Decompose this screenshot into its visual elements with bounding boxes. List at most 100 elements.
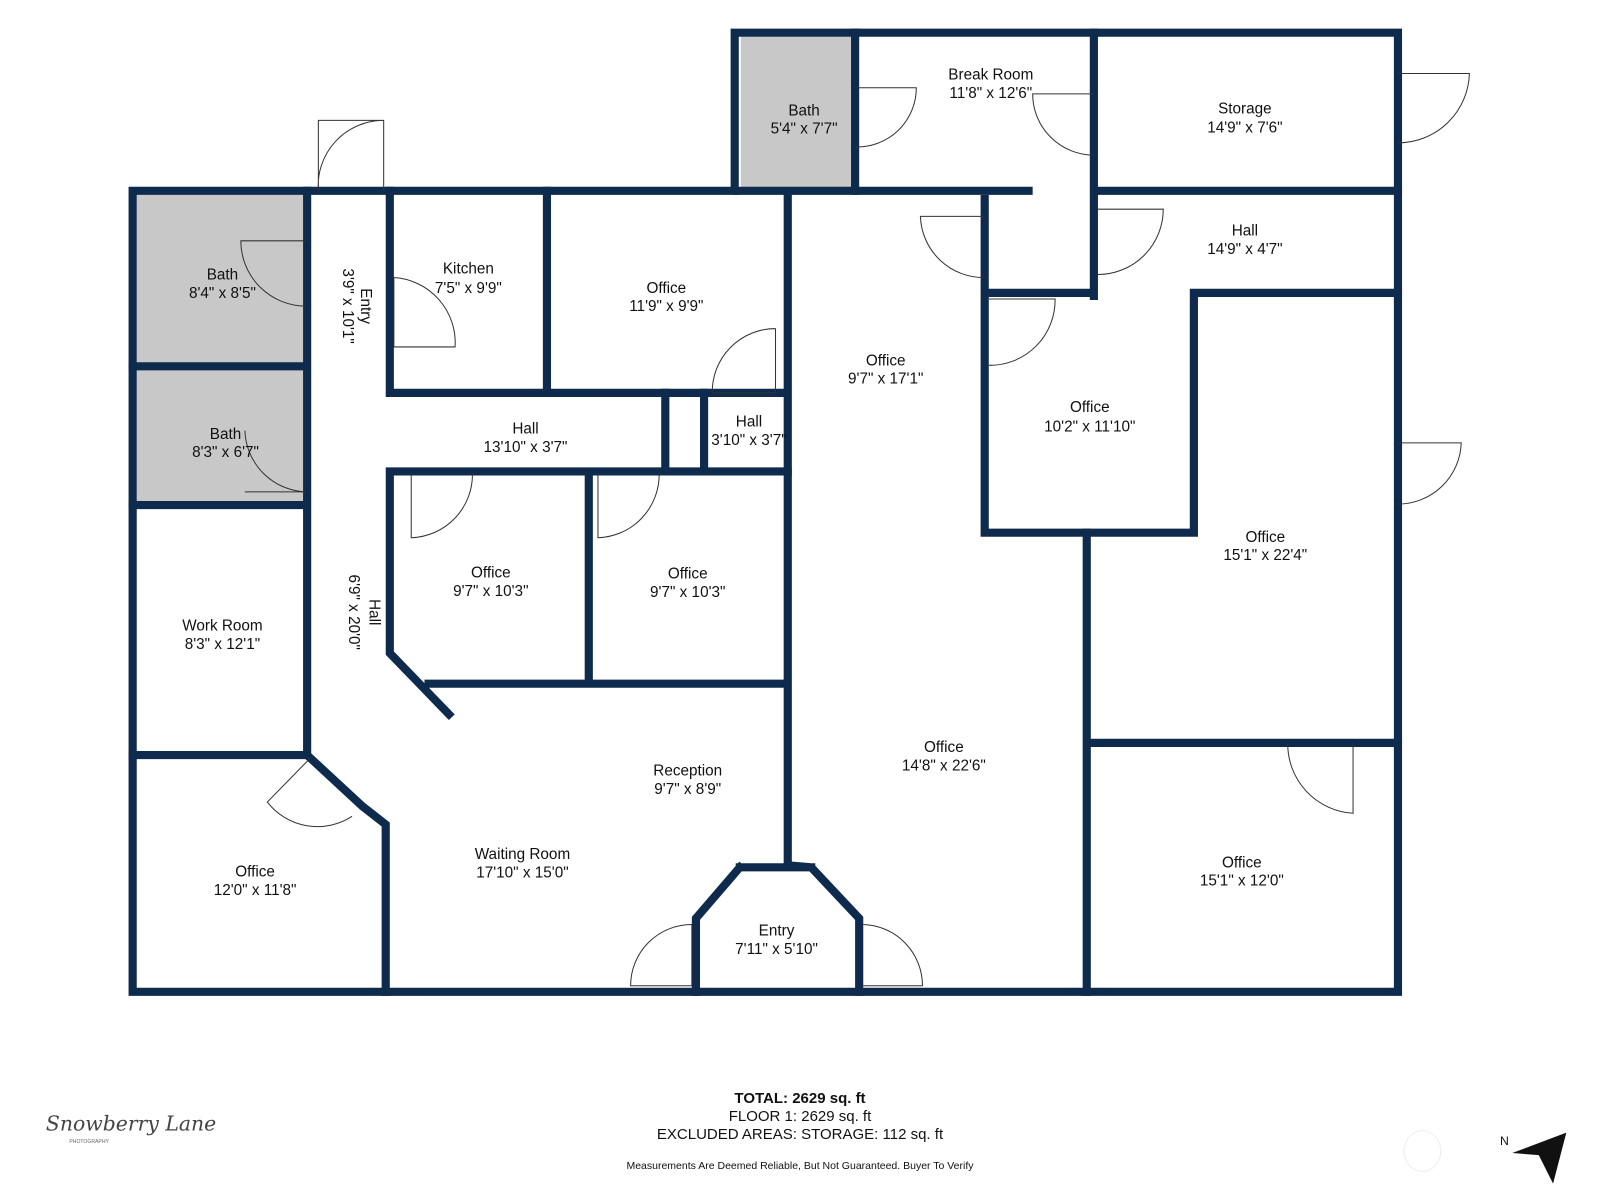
svg-text:PHOTOGRAPHY: PHOTOGRAPHY [69,1139,109,1145]
svg-text:9'7" x 8'9": 9'7" x 8'9" [654,781,721,798]
total-area: TOTAL: 2629 sq. ft [734,1090,866,1107]
svg-text:Reception: Reception [653,763,722,780]
room-size: 8'3" x 12'1" [185,636,260,653]
svg-text:Break Room: Break Room [948,67,1033,84]
svg-text:14'9" x 4'7": 14'9" x 4'7" [1207,241,1282,258]
room-size: 9'7" x 17'1" [848,371,923,388]
room-name: Hall [736,414,762,431]
room-size: 9'7" x 10'3" [650,584,725,601]
room-size: 14'8" x 22'6" [902,757,986,774]
bath-shading-left-upper [136,194,307,365]
svg-text:Hall: Hall [512,421,538,438]
room-name: Hall [1232,223,1258,240]
svg-text:Storage: Storage [1218,100,1272,117]
compass-arrow-icon: N [1403,1130,1567,1184]
room-name: Office [924,739,964,756]
room-name: Bath [788,102,819,119]
room-name: Office [235,864,275,881]
svg-text:7'5" x 9'9": 7'5" x 9'9" [435,280,502,297]
svg-text:N: N [1500,1134,1509,1148]
svg-text:8'4" x 8'5": 8'4" x 8'5" [189,285,256,302]
svg-text:14'8" x 22'6": 14'8" x 22'6" [902,757,986,774]
room-name: Break Room [948,67,1033,84]
room-name: Office [1245,529,1285,546]
room-name: Office [471,565,511,582]
svg-text:12'0" x 11'8": 12'0" x 11'8" [214,882,297,899]
room-name: Hall [512,421,538,438]
room-labels: Bath 5'4" x 7'7" Break Room 11'8" x 12'6… [182,67,1307,958]
svg-text:Hall: Hall [365,599,382,625]
room-size: 12'0" x 11'8" [214,882,297,899]
svg-text:Bath: Bath [210,426,241,443]
room-size: 15'1" x 22'4" [1223,547,1307,564]
bath-shading-left-lower [136,368,307,504]
svg-text:Hall: Hall [1232,223,1258,240]
svg-text:10'2" x 11'10": 10'2" x 11'10" [1044,419,1135,436]
svg-text:8'3" x 6'7": 8'3" x 6'7" [192,444,259,461]
svg-text:Office: Office [924,739,964,756]
room-size: 7'5" x 9'9" [435,280,502,297]
svg-text:11'8" x 12'6": 11'8" x 12'6" [949,85,1032,102]
svg-text:Snowberry Lane: Snowberry Lane [46,1112,216,1136]
svg-text:Waiting Room: Waiting Room [475,846,571,863]
disclaimer: Measurements Are Deemed Reliable, But No… [626,1160,974,1172]
svg-text:7'11" x 5'10": 7'11" x 5'10" [735,941,818,958]
svg-text:8'3" x 12'1": 8'3" x 12'1" [185,636,260,653]
room-size: 8'3" x 6'7" [192,444,259,461]
svg-text:Entry: Entry [759,923,795,940]
photographer-logo: Snowberry Lane PHOTOGRAPHY [46,1112,216,1145]
room-size: 7'11" x 5'10" [735,941,818,958]
room-name: Office [866,352,906,369]
svg-text:15'1" x 12'0": 15'1" x 12'0" [1200,873,1284,890]
svg-text:3'10" x 3'7": 3'10" x 3'7" [711,432,786,449]
room-size: 17'10" x 15'0" [476,865,568,882]
room-size: 11'8" x 12'6" [949,85,1032,102]
svg-text:Hall: Hall [736,414,762,431]
svg-text:15'1" x 22'4": 15'1" x 22'4" [1223,547,1307,564]
room-name: Bath [207,267,238,284]
room-size: 6'9" x 20'0" [345,575,362,650]
svg-text:3'9" x 10'1": 3'9" x 10'1" [339,268,356,343]
room-size: 5'4" x 7'7" [771,121,838,138]
room-size: 14'9" x 7'6" [1207,120,1282,137]
svg-text:Office: Office [471,565,511,582]
svg-text:Entry: Entry [357,288,374,324]
room-size: 10'2" x 11'10" [1044,419,1135,436]
svg-text:Bath: Bath [207,267,238,284]
room-name: Hall [365,599,382,625]
room-name: Bath [210,426,241,443]
room-size: 9'7" x 10'3" [453,583,528,600]
svg-text:Office: Office [646,280,686,297]
svg-text:Office: Office [1245,529,1285,546]
svg-text:Office: Office [235,864,275,881]
excluded-area: EXCLUDED AREAS: STORAGE: 112 sq. ft [656,1126,944,1143]
svg-text:Office: Office [1070,399,1110,416]
floor-area: FLOOR 1: 2629 sq. ft [728,1108,872,1125]
room-name: Entry [759,923,795,940]
room-name: Office [1222,854,1262,871]
room-size: 11'9" x 9'9" [629,298,703,315]
svg-text:Work Room: Work Room [182,618,262,635]
svg-text:9'7" x 10'3": 9'7" x 10'3" [650,584,725,601]
room-name: Kitchen [443,260,494,277]
room-name: Waiting Room [475,846,571,863]
room-name: Work Room [182,618,262,635]
room-size: 15'1" x 12'0" [1200,873,1284,890]
room-name: Storage [1218,100,1272,117]
svg-text:11'9" x 9'9": 11'9" x 9'9" [629,298,703,315]
room-name: Entry [357,288,374,324]
walls [128,28,1403,996]
svg-text:13'10" x 3'7": 13'10" x 3'7" [484,439,568,456]
svg-text:Office: Office [866,352,906,369]
svg-text:9'7" x 10'3": 9'7" x 10'3" [453,583,528,600]
room-name: Office [646,280,686,297]
svg-text:Office: Office [1222,854,1262,871]
svg-text:6'9" x 20'0": 6'9" x 20'0" [345,575,362,650]
room-size: 3'9" x 10'1" [339,268,356,343]
doors [240,72,1470,987]
svg-text:9'7" x 17'1": 9'7" x 17'1" [848,371,923,388]
room-name: Reception [653,763,722,780]
room-name: Office [668,566,708,583]
room-size: 8'4" x 8'5" [189,285,256,302]
